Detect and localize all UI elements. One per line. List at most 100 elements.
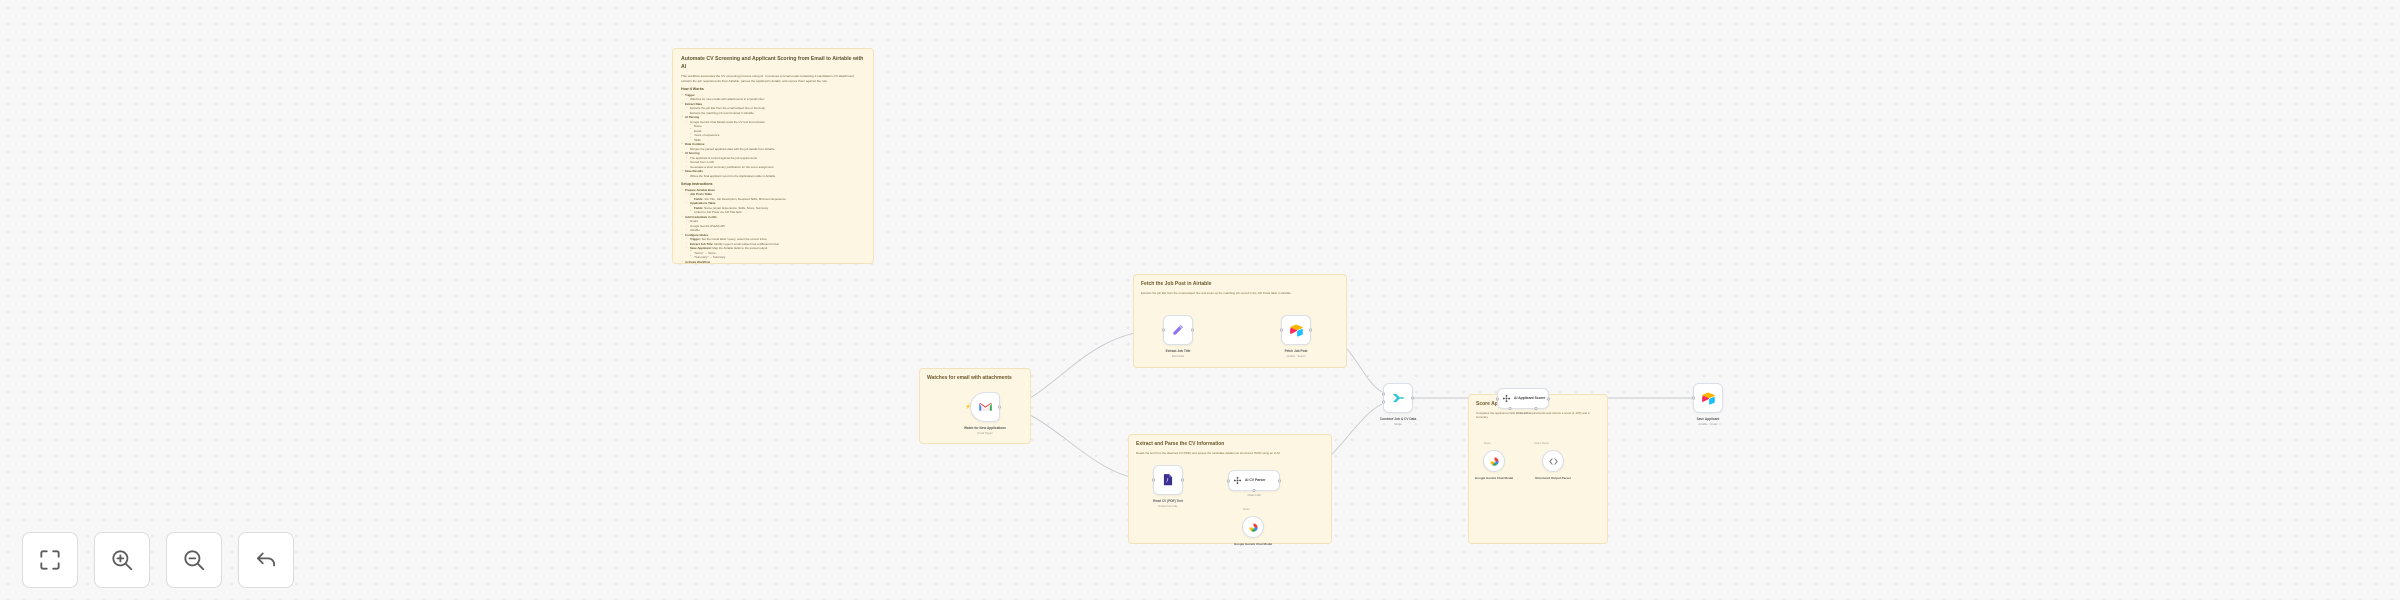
list-item-label: AI Parsing [685, 115, 700, 120]
list-item: Merges the parsed applicant data with th… [681, 147, 865, 152]
zoom-out-icon [184, 550, 205, 571]
output-port[interactable] [1411, 396, 1414, 400]
sticky-note-trigger-group[interactable]: Watches for email with attachments [919, 368, 1031, 444]
input-port[interactable] [1496, 397, 1499, 400]
node-sublabel: Gmail Trigger [977, 432, 993, 435]
node-inline-title: AI CV Parser [1245, 478, 1266, 483]
node-sublabel: Extract from File [1158, 505, 1178, 508]
group-title-trigger: Watches for email with attachments [927, 375, 1012, 381]
list-item-label: Applications Table [690, 201, 716, 206]
zoom-out-button[interactable] [166, 532, 222, 588]
node-structured-output-parser[interactable]: Structured Output Parser [1535, 450, 1571, 480]
list-item: Google Gemini Chat Model reads the CV te… [681, 120, 865, 125]
input-port-1[interactable] [1382, 392, 1385, 396]
list-item: "Summary" → Summary [681, 255, 865, 260]
list-item-label: Trigger [685, 92, 695, 97]
list-item-label: Add Credentials in n8n [685, 214, 717, 219]
list-item: Scored from 1-100 [681, 160, 865, 165]
group-subtitle-score: Compares the applicant profile to the jo… [1476, 410, 1590, 419]
output-port[interactable] [1278, 479, 1281, 482]
input-port[interactable] [1162, 328, 1165, 332]
list-item-label: Fields: [694, 196, 704, 201]
fit-view-button[interactable] [22, 532, 78, 588]
node-sublabel: Airtable · Search [1286, 355, 1306, 358]
langchain-icon [1502, 394, 1511, 403]
list-item: Gmail [681, 219, 865, 224]
list-item: Generates a short summary justification … [681, 165, 865, 170]
extract-file-icon [1163, 474, 1173, 486]
node-save-applicant[interactable]: Save Applicant Airtable · Create [1692, 383, 1723, 426]
node-extract-job-title[interactable]: Extract Job Title Edit Fields [1162, 315, 1194, 358]
doc-how-title: How It Works [681, 87, 704, 92]
output-port[interactable] [1547, 397, 1550, 400]
output-port[interactable] [1191, 328, 1194, 332]
list-item: Job Posts Table [681, 192, 865, 197]
list-item-label: Save Results [685, 169, 703, 174]
google-gemini-icon [1248, 522, 1258, 532]
input-port[interactable] [1280, 328, 1283, 332]
node-sublabel: Merge [1394, 423, 1402, 426]
list-item-label: Trigger: [690, 237, 701, 242]
canvas-toolbar [22, 532, 294, 588]
group-subtitle-extract: Reads the text from the attached CV (PDF… [1136, 450, 1281, 455]
list-item: Airtable [681, 228, 865, 233]
google-gemini-icon [1489, 456, 1499, 466]
input-port[interactable] [1227, 479, 1230, 482]
node-ai-cv-parser[interactable]: AI CV Parser Chain LLM [1227, 470, 1281, 497]
output-port[interactable] [998, 405, 1001, 409]
list-item: The applicant is scored against the job … [681, 156, 865, 161]
node-label: Combine Job & CV Data [1379, 417, 1417, 421]
list-item-label: Extract Job Title: [690, 241, 714, 246]
list-item: Name [681, 124, 865, 129]
node-combine-job-cv-data[interactable]: Combine Job & CV Data Merge [1380, 383, 1416, 426]
node-sublabel: Chain LLM [1247, 494, 1261, 497]
list-item: Prepare Airtable Base [681, 188, 865, 193]
list-item-label: Job Posts Table [690, 192, 712, 197]
output-port[interactable] [1309, 328, 1312, 332]
model-sub-port[interactable] [1508, 407, 1512, 410]
node-label: Watch for New Applications [964, 426, 1006, 430]
node-gmail-trigger[interactable]: ⚡ Watch for New Applications Gmail Trigg… [964, 392, 1006, 435]
zoom-in-icon [112, 550, 133, 571]
node-label: Read CV (PDF) Text [1153, 499, 1183, 503]
sticky-note-documentation[interactable]: Automate CV Screening and Applicant Scor… [672, 48, 874, 264]
code-parser-icon [1548, 457, 1558, 465]
node-label: Extract Job Title [1165, 349, 1191, 353]
list-item-label: Configure Nodes [685, 232, 709, 237]
list-item: Applications Table [681, 201, 865, 206]
node-ai-applicant-scorer[interactable]: AI Applicant Scorer Chain LLM [1496, 388, 1550, 415]
input-port-2[interactable] [1382, 400, 1385, 404]
doc-setup-title: Setup Instructions [681, 182, 713, 187]
gmail-icon [978, 403, 992, 411]
airtable-icon [1701, 391, 1715, 404]
node-label: Fetch Job Post [1284, 349, 1308, 353]
node-read-cv-text[interactable]: Read CV (PDF) Text Extract from File [1152, 465, 1184, 508]
lightning-bolt-icon: ⚡ [965, 404, 972, 410]
node-google-gemini-chat-model-parser[interactable]: Google Gemini Chat Model [1234, 516, 1272, 546]
list-item: Trigger [681, 93, 865, 98]
node-label: Google Gemini Chat Model [1233, 542, 1273, 546]
reset-zoom-button[interactable] [238, 532, 294, 588]
list-item: Email [681, 128, 865, 134]
undo-arrow-icon [256, 552, 276, 567]
list-item: Extract Job Title: Modify regex if email… [681, 242, 865, 247]
list-item: Trigger: Set the Gmail label / query, se… [681, 237, 865, 242]
input-port[interactable] [1692, 396, 1695, 400]
node-fetch-job-post[interactable]: Fetch Job Post Airtable · Search [1280, 315, 1312, 358]
list-item: Save Results [681, 169, 865, 174]
output-port[interactable] [1181, 478, 1184, 482]
input-port[interactable] [1152, 478, 1155, 482]
list-item: AI Parsing [681, 115, 865, 120]
merge-icon [1392, 393, 1404, 403]
list-item: Skills [681, 137, 865, 143]
list-item-label: Extract Data [685, 101, 702, 106]
list-item-label: AI Scoring [685, 151, 700, 156]
list-item: Watches for new emails with attachments … [681, 97, 865, 102]
model-sub-port[interactable] [1252, 489, 1255, 492]
list-item: Activate Workflow [681, 260, 865, 263]
node-google-gemini-chat-model-scorer[interactable]: Google Gemini Chat Model [1475, 450, 1513, 480]
zoom-in-button[interactable] [94, 532, 150, 588]
output-parser-sub-port[interactable] [1534, 407, 1538, 410]
list-item: Extracts the matching job record stored … [681, 111, 865, 116]
